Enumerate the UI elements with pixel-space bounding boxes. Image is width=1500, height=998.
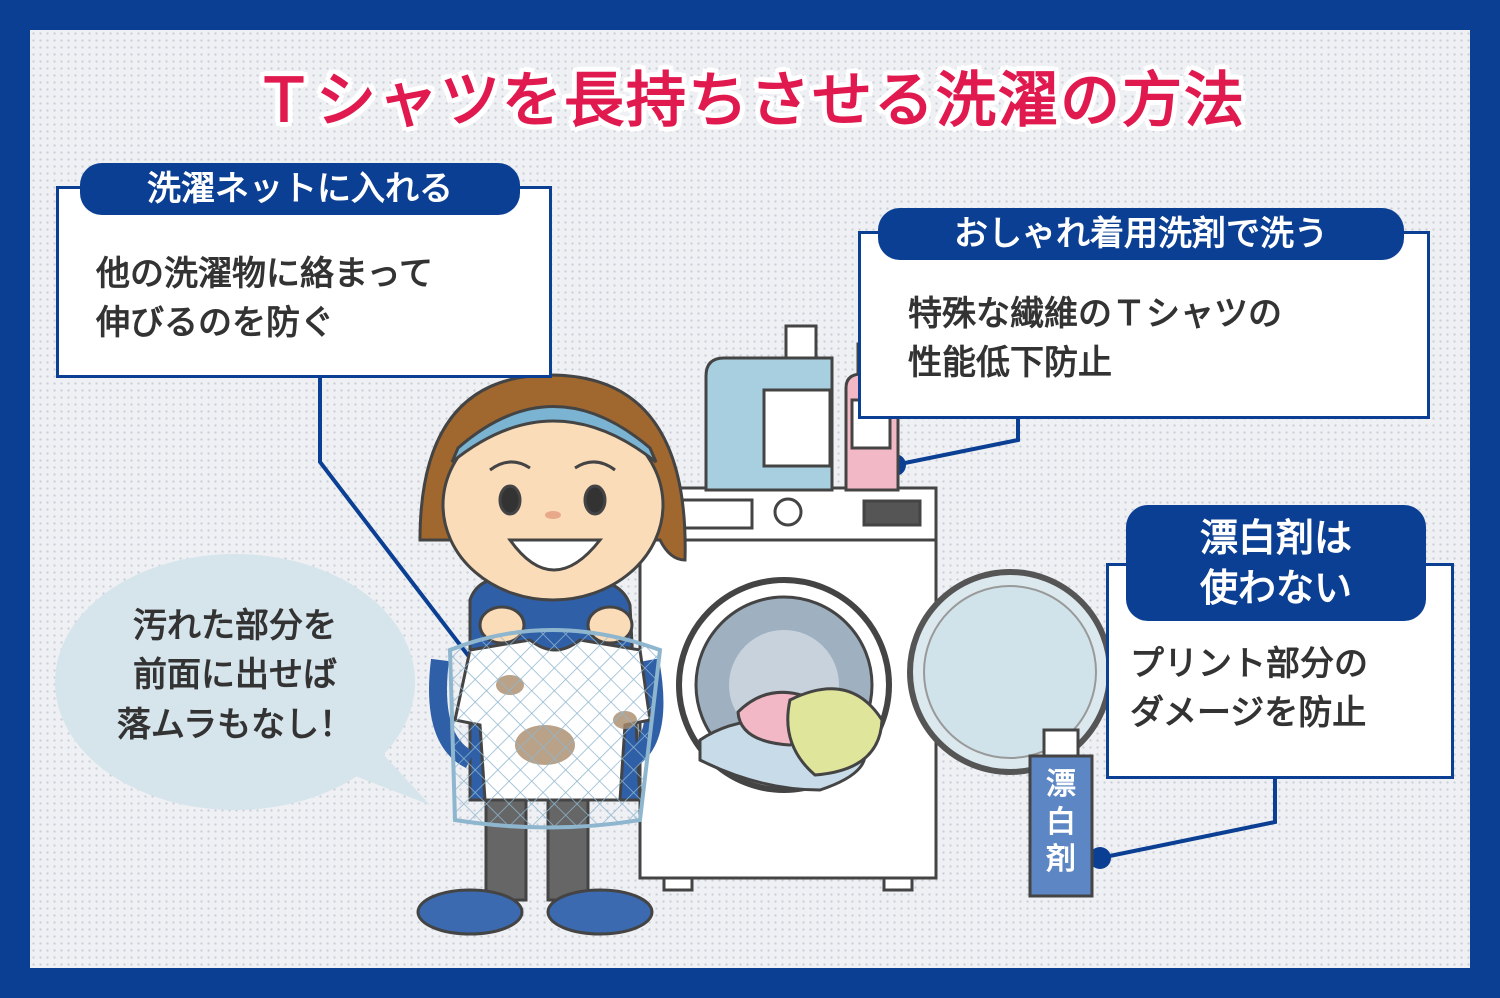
detergent-bottle-blue (704, 324, 834, 492)
bleach-label-char: 白 (1046, 804, 1076, 840)
speech-line: 落ムラもなし！ (116, 704, 354, 745)
bleach-bottle (1028, 728, 1094, 898)
tip-text-line: プリント部分の (1130, 644, 1368, 684)
speech-bubble-text: 汚れた部分を 前面に出せば 落ムラもなし！ (85, 602, 385, 750)
tip-text-detergent: 特殊な繊維のＴシャツの 性能低下防止 (908, 290, 1282, 389)
tip-heading-line: 使わない (1199, 566, 1352, 610)
speech-bubble-shape (55, 554, 430, 810)
bleach-label-char: 剤 (1046, 842, 1076, 877)
tip-box-net (56, 186, 552, 378)
tip-text-line: ダメージを防止 (1130, 693, 1367, 734)
connector-dot-bleach (1089, 847, 1111, 869)
tip-box-detergent (858, 231, 1430, 419)
speech-line: 汚れた部分を (133, 606, 337, 646)
tip-text-line: 性能低下防止 (908, 343, 1112, 384)
tip-heading-line: 漂白剤は (1199, 516, 1352, 560)
bleach-bottle-label: 漂 白 剤 (1030, 766, 1092, 879)
speech-line: 前面に出せば (133, 655, 337, 696)
tip-text-line: 伸びるのを防ぐ (96, 303, 334, 344)
tip-text-line: 特殊な繊維のＴシャツの (908, 294, 1282, 334)
machine-door (907, 569, 1113, 775)
tip-heading-bleach: 漂白剤は 使わない (1126, 505, 1426, 621)
laundry-clothes (698, 687, 884, 792)
tip-heading-detergent: おしゃれ着用洗剤で洗う (878, 208, 1404, 260)
page-title: Ｔシャツを長持ちさせる洗濯の方法 (254, 66, 1246, 136)
tip-text-line: 他の洗濯物に絡まって (96, 254, 433, 294)
laundry-net (447, 628, 663, 830)
tip-text-net: 他の洗濯物に絡まって 伸びるのを防ぐ (96, 250, 433, 349)
tip-heading-net: 洗濯ネットに入れる (80, 163, 520, 215)
tip-text-bleach: プリント部分の ダメージを防止 (1130, 640, 1368, 739)
bleach-label-char: 漂 (1046, 767, 1076, 802)
connector-lines (318, 375, 1277, 860)
